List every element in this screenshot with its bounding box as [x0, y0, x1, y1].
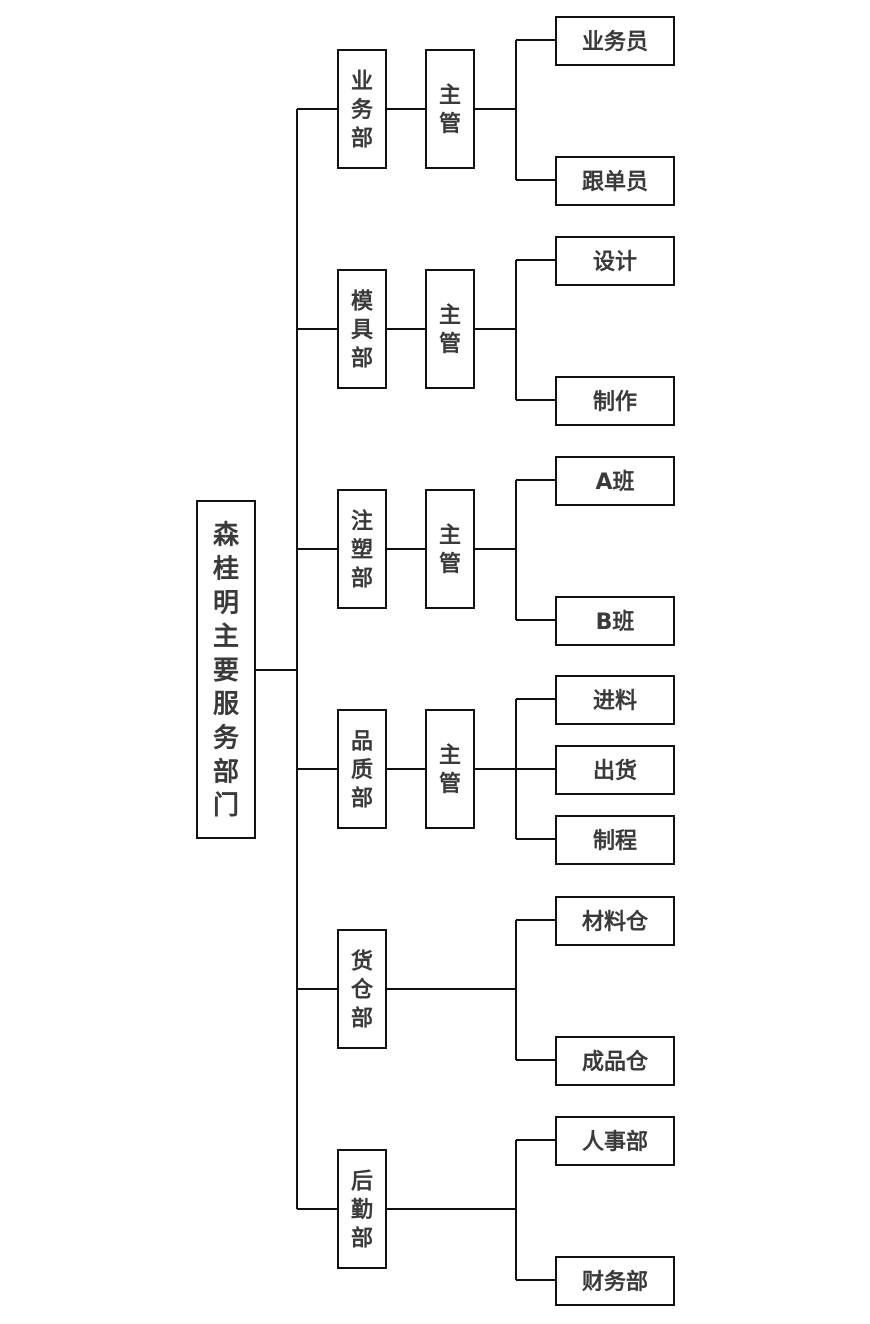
dept-3-unit-0-box [555, 675, 675, 725]
dept-1-unit-0-label: 设计 [593, 250, 637, 275]
dept-0-unit-0-box [555, 16, 675, 66]
dept-4-unit-1-label: 成品仓 [582, 1049, 649, 1075]
dept-1-unit-0-box [555, 236, 675, 286]
dept-2-unit-0-label: A班 [595, 470, 634, 495]
dept-5-label: 后勤部 [351, 1169, 373, 1251]
dept-2-manager-box [425, 489, 475, 609]
dept-2-box [337, 489, 387, 609]
dept-4-box [337, 929, 387, 1049]
dept-3-box [337, 709, 387, 829]
dept-4-label: 货仓部 [350, 948, 374, 1031]
dept-4-unit-1-box [555, 1036, 675, 1086]
dept-0-unit-1-label: 跟单员 [582, 170, 648, 195]
dept-0-label: 业务部 [351, 69, 374, 151]
dept-4-unit-0-label: 材料仓 [582, 909, 649, 935]
connector-lines [255, 39, 556, 1281]
dept-3-unit-0-label: 进料 [593, 689, 637, 714]
dept-0-box [337, 49, 387, 169]
dept-2-unit-1-box [555, 596, 675, 646]
dept-1-manager-label: 主管 [439, 304, 461, 358]
dept-3-unit-2-box [555, 815, 675, 865]
dept-5-unit-0-box [555, 1116, 675, 1166]
dept-2-manager-label: 主管 [439, 524, 461, 578]
dept-0-manager-label: 主管 [439, 84, 461, 138]
dept-0-manager-box [425, 49, 475, 169]
dept-3-manager-label: 主管 [439, 744, 461, 798]
dept-2-unit-1-label: B班 [596, 610, 635, 635]
root-box [196, 500, 256, 839]
root-label: 森桂明主要服务部门 [213, 521, 240, 821]
dept-3-unit-1-box [555, 745, 675, 795]
dept-1-manager-box [425, 269, 475, 389]
dept-2-unit-0-box [555, 456, 675, 506]
dept-5-box [337, 1149, 387, 1269]
dept-3-manager-box [425, 709, 475, 829]
dept-1-unit-1-label: 制作 [593, 390, 637, 415]
dept-4-unit-0-box [555, 896, 675, 946]
dept-1-box [337, 269, 387, 389]
chart-nodes: 森桂明主要服务部门业务部主管业务员跟单员模具部主管设计制作注塑部主管A班B班品质… [196, 16, 675, 1306]
dept-3-unit-2-label: 制程 [593, 829, 637, 854]
dept-1-unit-1-box [555, 376, 675, 426]
dept-0-unit-1-box [555, 156, 675, 206]
dept-2-label: 注塑部 [351, 508, 373, 591]
dept-3-unit-1-label: 出货 [593, 758, 637, 784]
dept-0-unit-0-label: 业务员 [582, 30, 648, 55]
dept-5-unit-0-label: 人事部 [582, 1129, 648, 1155]
dept-5-unit-1-box [555, 1256, 675, 1306]
dept-3-label: 品质部 [351, 729, 373, 811]
dept-5-unit-1-label: 财务部 [582, 1269, 648, 1295]
dept-1-label: 模具部 [351, 289, 374, 371]
